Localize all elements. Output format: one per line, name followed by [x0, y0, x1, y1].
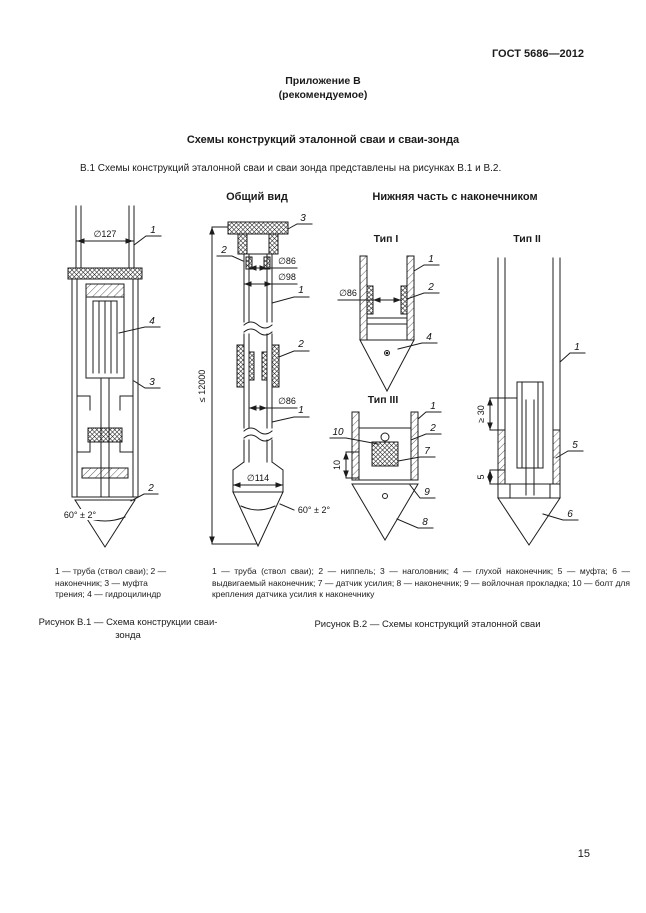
dimension-length-12000: ≤ 12000	[197, 370, 207, 402]
callout-5: 5	[572, 440, 578, 451]
callout-1: 1	[298, 285, 304, 296]
dimension-diameter-127: ∅127	[94, 229, 117, 239]
dimension-ge-30: ≥ 30	[476, 405, 486, 422]
dimension-5: 5	[476, 474, 486, 479]
callout-1: 1	[574, 342, 580, 353]
callout-1: 1	[430, 401, 436, 412]
type-i-label: Тип I	[373, 233, 399, 245]
callout-3: 3	[149, 377, 155, 388]
callout-1: 1	[428, 254, 434, 265]
fig-b2-caption: Рисунок В.2 — Схемы конструкций эталонно…	[314, 619, 541, 630]
intro-paragraph: В.1 Схемы конструкций эталонной сваи и с…	[80, 163, 502, 174]
dimension-angle: 60° ± 2°	[298, 505, 331, 515]
callout-2: 2	[429, 423, 436, 434]
fig-b1-legend: 1 — труба (ствол сваи); 2 — наконечник; …	[55, 566, 167, 599]
dimension-diameter-114: ∅114	[247, 473, 269, 483]
callout-6: 6	[567, 509, 573, 520]
callout-2: 2	[427, 282, 434, 293]
callout-2: 2	[220, 245, 227, 256]
dimension-10: 10	[332, 460, 342, 470]
callout-4: 4	[149, 316, 155, 327]
doc-number: ГОСТ 5686—2012	[491, 48, 584, 60]
callout-2: 2	[297, 339, 304, 350]
dimension-diameter-98: ∅98	[278, 272, 296, 282]
callout-7: 7	[424, 446, 430, 457]
callout-1: 1	[150, 225, 156, 236]
fig-b2-type-iii-drawing	[329, 411, 442, 541]
type-ii-label: Тип II	[513, 233, 541, 245]
dimension-diameter-86: ∅86	[278, 256, 296, 266]
callout-2: 2	[147, 483, 154, 494]
callout-1: 1	[298, 405, 304, 416]
drawing-title-general-view: Общий вид	[226, 191, 288, 203]
appendix-label: Приложение В	[285, 75, 361, 87]
dimension-angle: 60° ± 2°	[64, 510, 97, 520]
fig-b2-general-view-drawing	[209, 221, 313, 548]
drawing-title-lower-part: Нижняя часть с наконечником	[372, 191, 538, 203]
appendix-note: (рекомендуемое)	[278, 89, 368, 101]
dimension-diameter-86: ∅86	[278, 396, 296, 406]
fig-b1-caption: Рисунок В.1 — Схема конструкции сваи-зон…	[38, 617, 218, 641]
fig-b2-type-ii-drawing	[487, 257, 586, 546]
section-title: Схемы конструкций эталонной сваи и сваи-…	[186, 134, 460, 146]
callout-3: 3	[300, 213, 306, 224]
fig-b2-legend: 1 — труба (ствол сваи); 2 — ниппель; 3 —…	[212, 566, 630, 599]
fig-b2-type-i-drawing	[337, 255, 440, 393]
dimension-diameter-86: ∅86	[339, 288, 357, 298]
fig-b1-pile-probe-drawing	[57, 205, 162, 548]
callout-10: 10	[332, 427, 344, 438]
callout-4: 4	[426, 332, 432, 343]
type-iii-label: Тип III	[367, 394, 399, 406]
callout-8: 8	[422, 517, 428, 528]
callout-9: 9	[424, 487, 430, 498]
page-number: 15	[577, 848, 590, 860]
